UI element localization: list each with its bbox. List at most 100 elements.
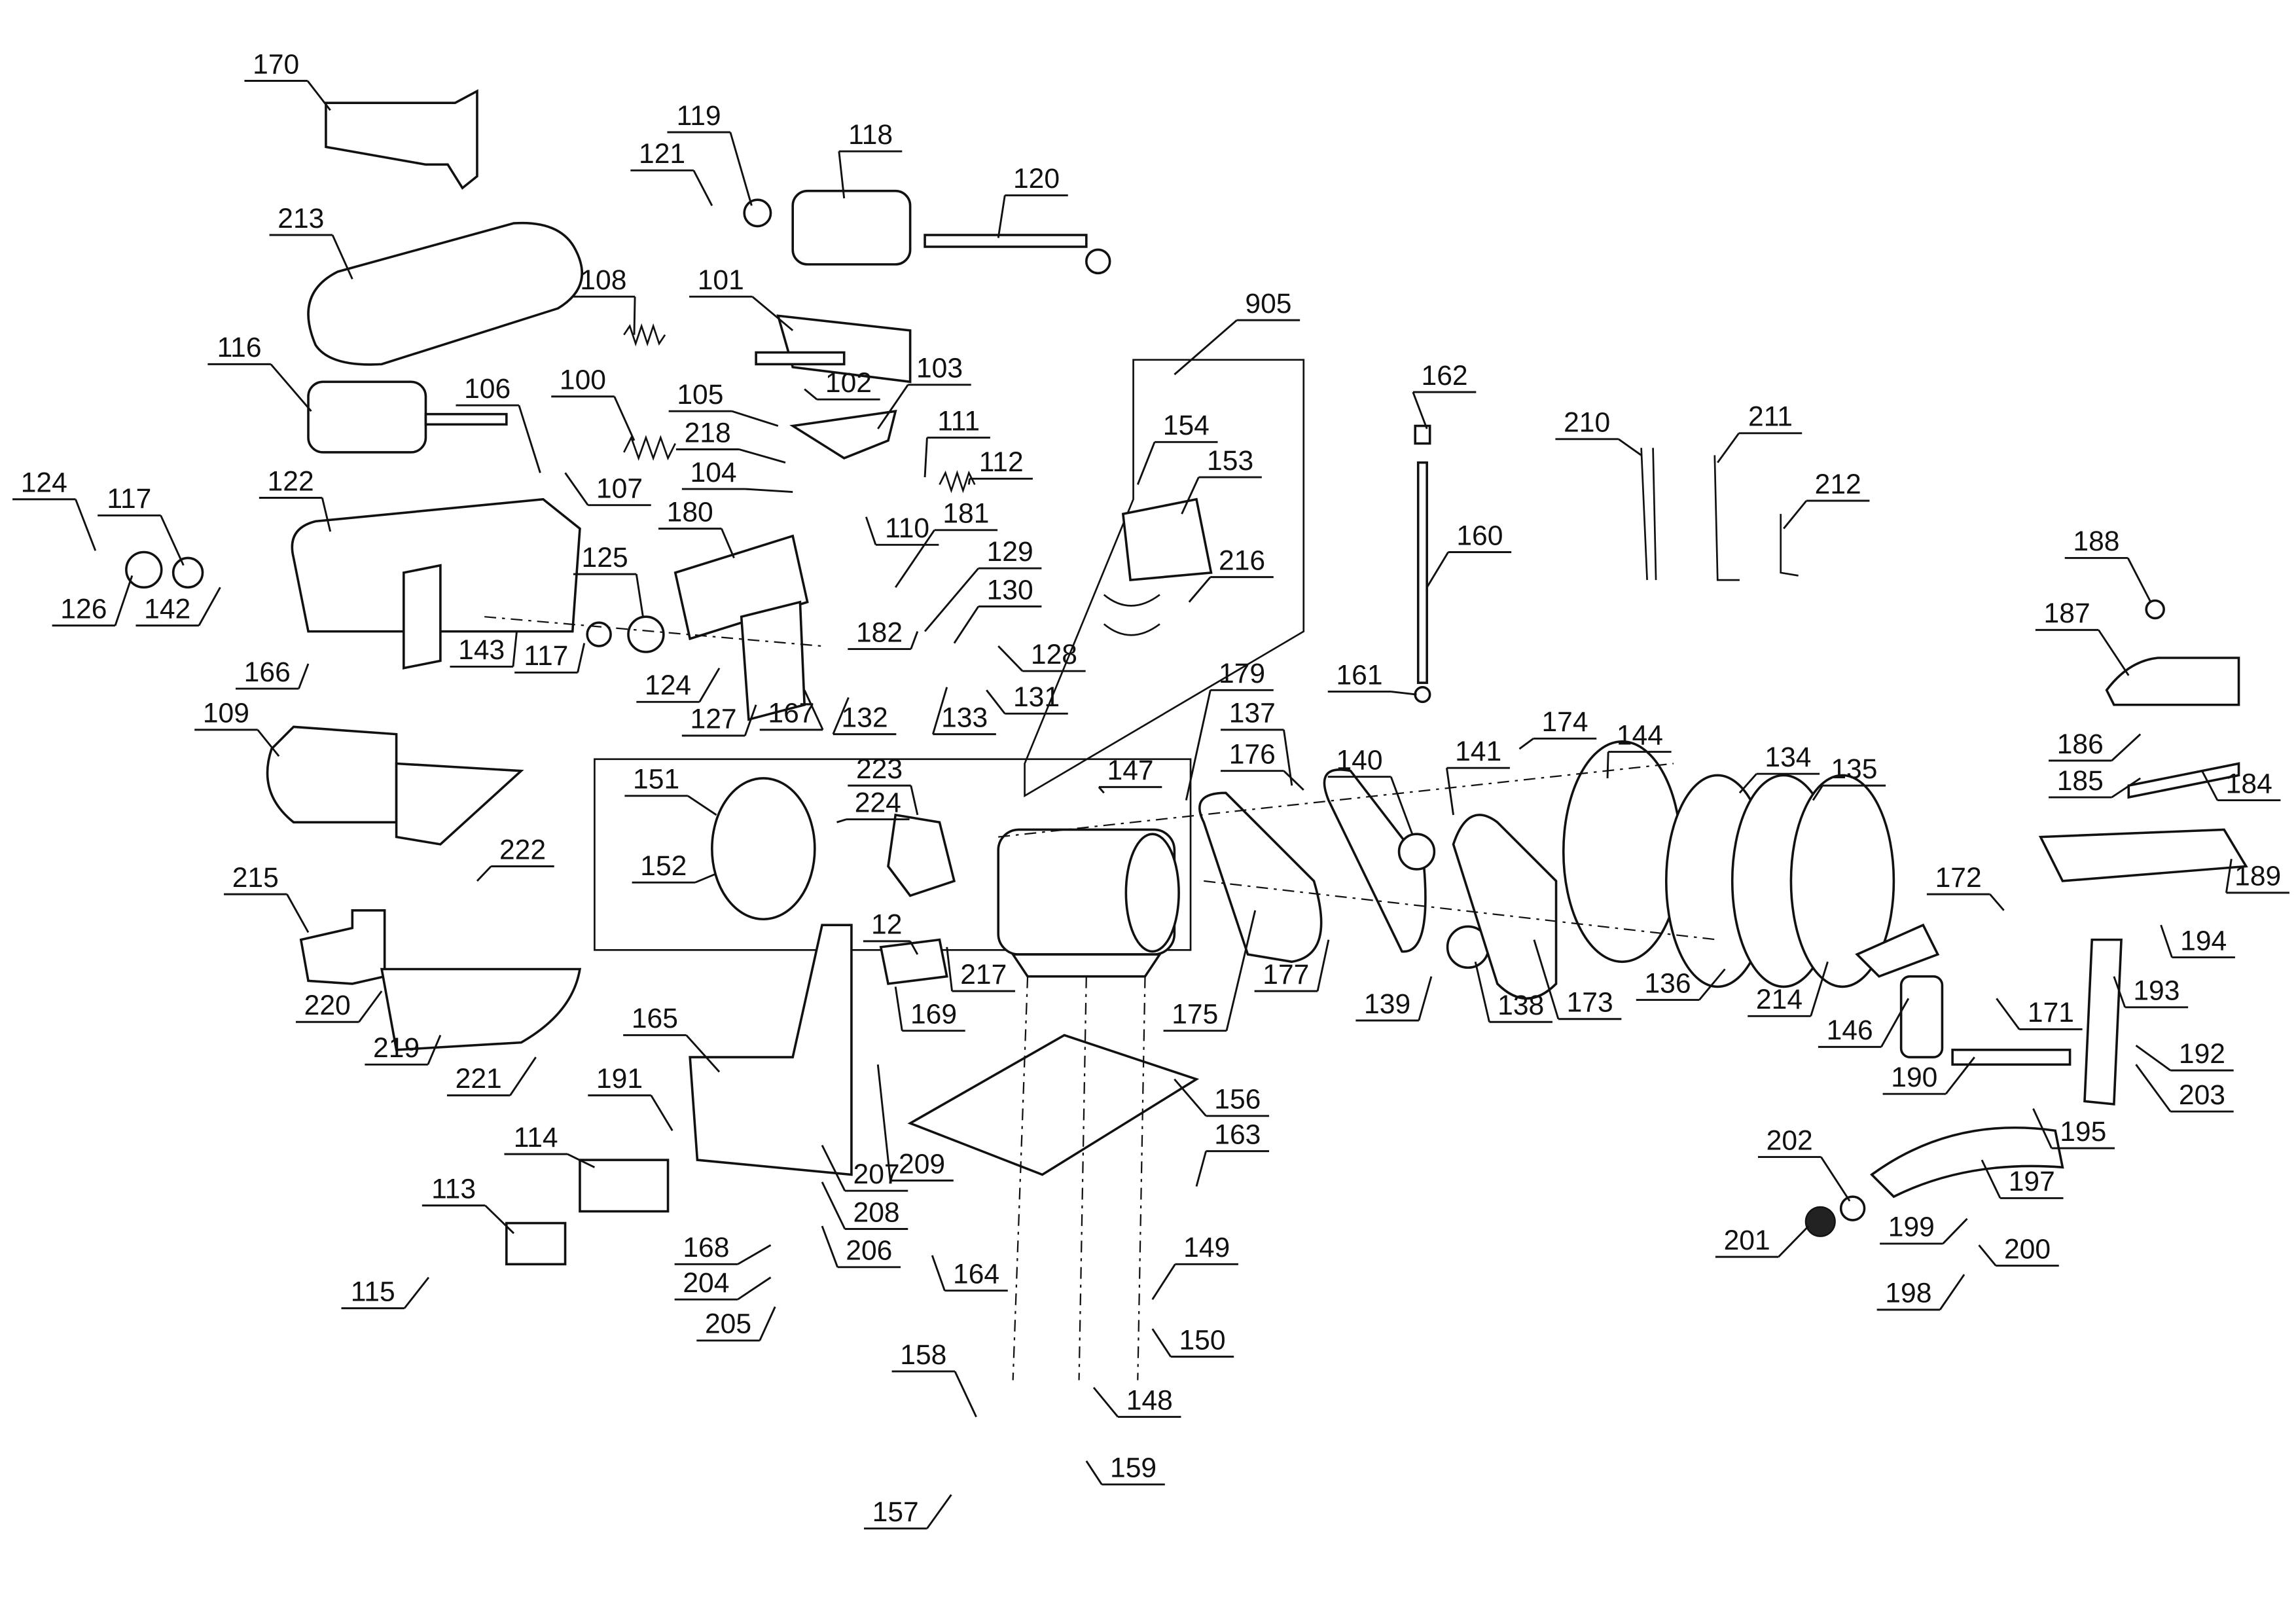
callout-number: 111 [937,405,980,437]
callout-number: 130 [987,574,1033,605]
part-167-plate [740,600,806,721]
callout-number: 219 [373,1032,420,1064]
callout-101: 101 [689,264,794,331]
leader-line [759,689,824,731]
callout-134: 134 [1738,742,1820,794]
leader-line [1174,319,1300,376]
callout-175: 175 [1163,910,1257,1032]
leader-line [689,295,794,331]
leader-line [564,472,651,507]
callout-number: 198 [1885,1278,1931,1309]
callout-171: 171 [1996,997,2083,1030]
leader-line [2113,976,2189,1009]
callout-210: 210 [1555,407,1642,456]
leader-line [1876,1274,1965,1311]
callout-127: 127 [681,704,757,737]
part-116-roller [307,380,427,454]
callout-number: 112 [979,446,1024,478]
callout-number: 215 [232,862,279,893]
callout-number: 223 [856,753,903,785]
leader-line [848,631,919,650]
leader-line [2135,1064,2234,1113]
callout-120: 120 [997,163,1068,238]
part-175-cover [1198,791,1323,964]
callout-number: 114 [514,1122,558,1153]
part-103-lever [789,410,897,460]
callout-138: 138 [1474,961,1552,1023]
callout-159: 159 [1085,1453,1165,1486]
callout-number: 220 [304,990,351,1021]
callout-number: 136 [1644,967,1691,999]
callout-104: 104 [681,457,793,493]
part-202-washer [1839,1195,1866,1221]
callout-184: 184 [2201,768,2281,802]
callout-116: 116 [207,332,312,412]
part-224-fan [887,813,956,897]
part-153-cover [1121,497,1213,582]
callout-number: 199 [1888,1212,1935,1243]
leader-line [269,234,353,280]
part-119-bearing [743,198,772,228]
leader-line [446,1056,537,1096]
part-193-arm [2083,938,2123,1106]
callout-205: 205 [696,1306,776,1342]
part-212-hex-key [1780,514,1799,577]
callout-187: 187 [2035,598,2130,676]
leader-line [997,194,1068,238]
callout-number: 182 [856,617,903,648]
callout-144: 144 [1606,719,1672,778]
callout-202: 202 [1757,1125,1851,1202]
part-188-knob [2145,599,2165,620]
part-100-spring [623,435,676,461]
callout-163: 163 [1195,1119,1270,1187]
callout-number: 214 [1756,984,1803,1015]
part-146-chute [1899,975,1944,1058]
callout-164: 164 [931,1255,1008,1292]
callout-157: 157 [863,1494,952,1530]
callout-number: 185 [2057,765,2104,797]
leader-line [636,667,721,703]
callout-182: 182 [848,617,919,650]
part-165-column [689,924,853,1176]
leader-line [1195,1150,1270,1187]
part-189-table [2038,828,2248,882]
callout-number: 217 [960,959,1007,990]
callout-number: 211 [1748,401,1793,433]
callout-number: 135 [1831,753,1877,785]
part-112-spring [939,470,976,494]
leader-line [476,865,554,882]
leader-line [2049,733,2142,762]
part-116-shaft [424,412,508,426]
part-120-bearing [1085,248,1111,275]
callout-126: 126 [52,575,134,627]
callout-107: 107 [564,472,651,507]
callout-number: 121 [639,138,685,170]
callout-number: 208 [853,1197,900,1228]
callout-222: 222 [476,834,554,882]
callout-number: 100 [560,365,606,396]
leader-line [1518,737,1597,750]
callout-number: 101 [698,264,744,296]
leader-line [924,567,1042,632]
leader-line [1151,1263,1238,1300]
callout-number: 103 [916,353,963,384]
callout-111: 111 [924,405,990,478]
callout-110: 110 [865,513,939,546]
leader-line [1254,939,1330,992]
callout-185: 185 [2049,765,2142,799]
leader-line [2135,1044,2234,1072]
callout-125: 125 [573,542,644,617]
callout-number: 184 [2226,768,2272,799]
callout-174: 174 [1518,706,1597,750]
callout-number: 158 [900,1339,946,1371]
callout-219: 219 [365,1032,442,1066]
leader-line [1882,1056,1975,1095]
callout-176: 176 [1221,738,1304,791]
callout-224: 224 [836,787,910,823]
part-211-hex-key [1713,455,1740,581]
callout-152: 152 [632,850,717,884]
callout-218: 218 [675,417,786,464]
callout-154: 154 [1136,410,1218,485]
callout-161: 161 [1327,659,1417,696]
leader-line [1098,785,1162,794]
